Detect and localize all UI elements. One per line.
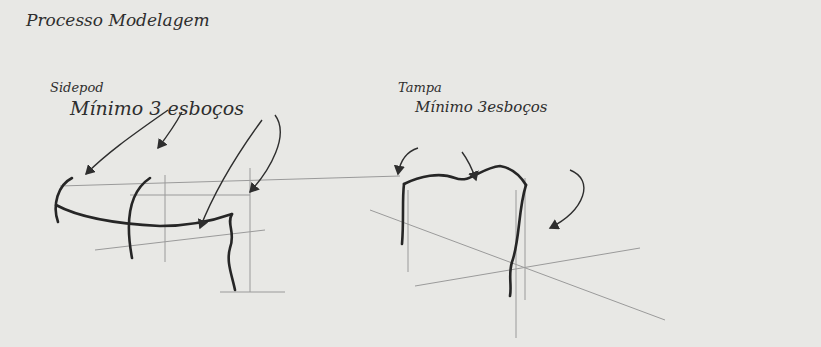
leader-arrows: [86, 110, 280, 228]
leader-arrows: [398, 148, 584, 228]
construction-lines: [370, 178, 665, 338]
sketch-note: Mínimo 3 esboços: [70, 97, 244, 119]
sketch-note: Mínimo 3esboços: [415, 98, 548, 116]
part-name: Sidepod: [50, 80, 104, 95]
construction-lines: [60, 168, 400, 292]
part-name: Tampa: [398, 80, 442, 95]
tampa-outline: [402, 166, 526, 296]
sidepod-sections: [56, 178, 235, 290]
sketch-title: Processo Modelagem: [26, 10, 210, 30]
